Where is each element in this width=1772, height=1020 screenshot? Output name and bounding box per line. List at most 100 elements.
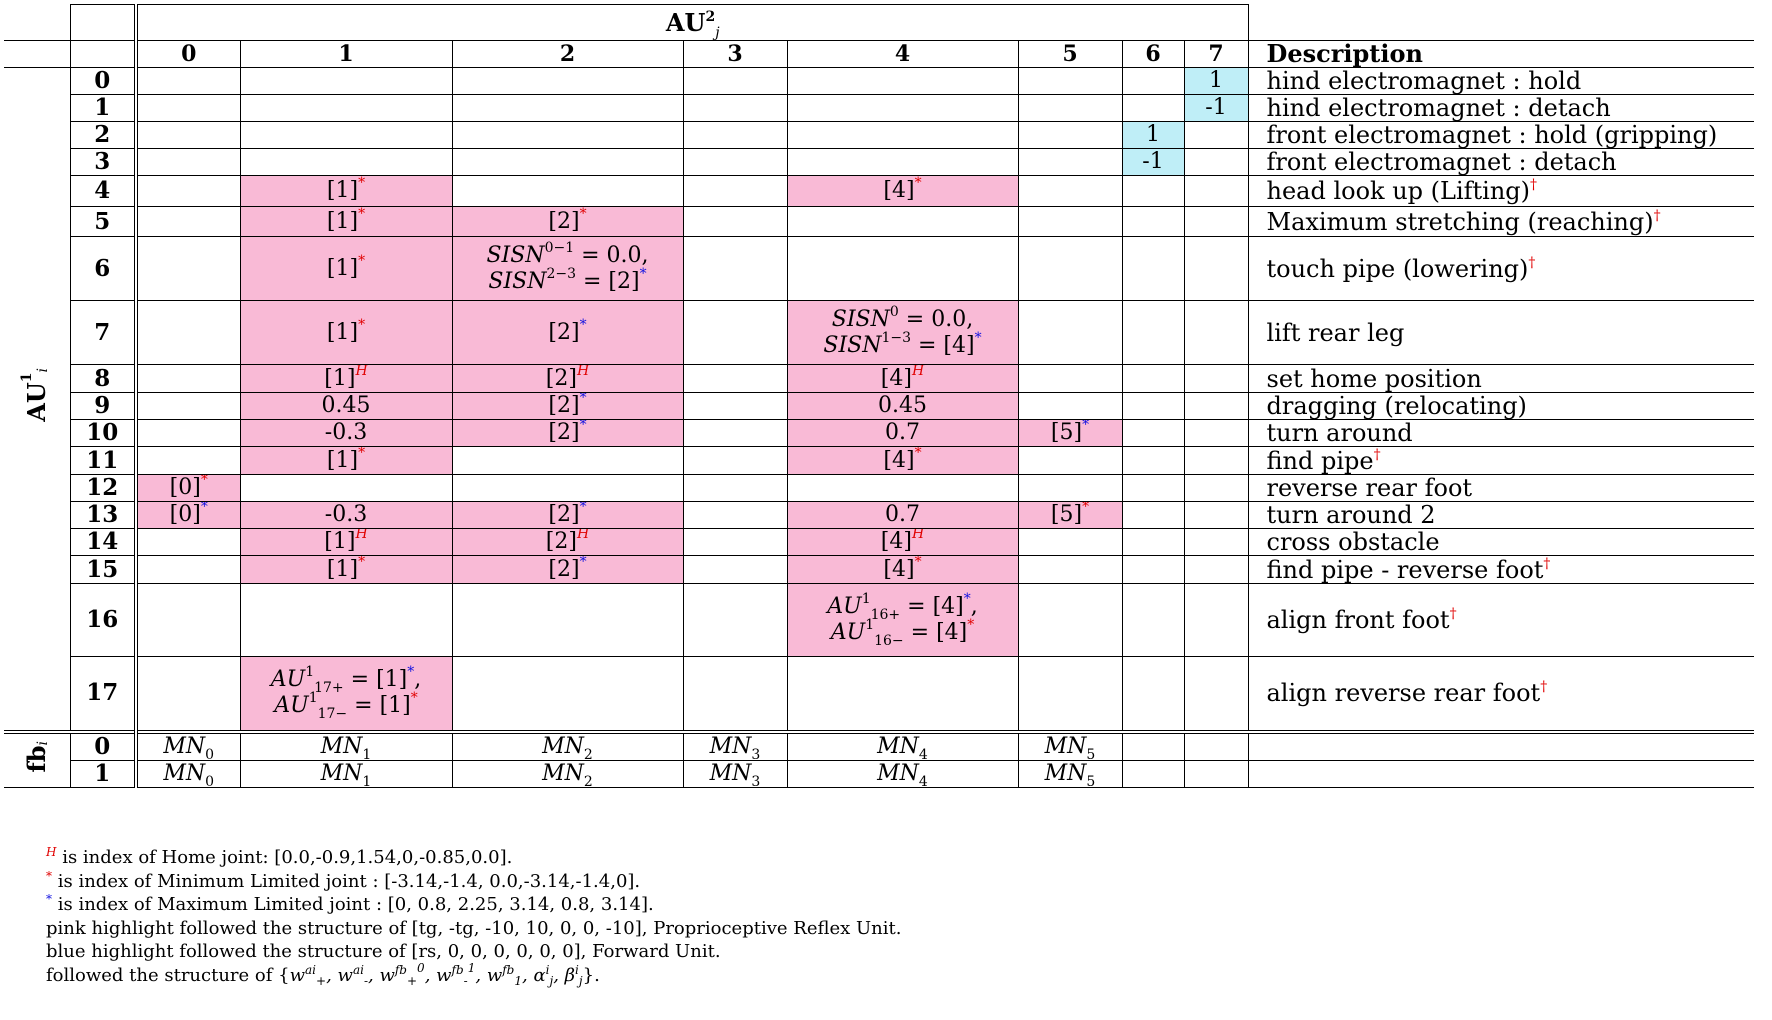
cell-r12-c0: [0]* xyxy=(135,474,241,502)
cell-r14-c4: [4]H xyxy=(786,528,1019,556)
row-index: 2 xyxy=(69,121,138,149)
action-unit-table-wrapper: AU2j 0 1 2 3 4 5 6 7 Description AU1i 0 … xyxy=(4,4,1754,788)
cell-r1-c7: -1 xyxy=(1183,94,1249,122)
row-description: align front foot† xyxy=(1247,583,1754,657)
cell-r6-c2: SISN0−1 = 0.0, SISN2−3 = [2]* xyxy=(451,236,684,301)
fb-cell: MN4 xyxy=(786,729,1019,761)
table-row: 8 [1]H [2]H [4]H set home position xyxy=(4,364,1754,393)
cell-r7-c4: SISN0 = 0.0, SISN1−3 = [4]* xyxy=(786,300,1019,365)
cell-r15-c1: [1]* xyxy=(239,555,453,584)
row-index: 1 xyxy=(69,94,138,122)
row-description: hind electromagnet : detach xyxy=(1247,94,1754,122)
table-row: 1 -1 hind electromagnet : detach xyxy=(4,94,1754,122)
fb-cell: MN0 xyxy=(135,759,241,788)
row-description: reverse rear foot xyxy=(1247,474,1754,502)
cell-r7-c2: [2]* xyxy=(451,300,684,365)
table-row: 11 [1]* [4]* find pipe† xyxy=(4,446,1754,475)
cell-r13-c1: -0.3 xyxy=(239,501,453,529)
cell-r9-c4: 0.45 xyxy=(786,392,1019,420)
table-notes: H is index of Home joint: [0.0,-0.9,1.54… xyxy=(46,846,901,987)
col-header-7: 7 xyxy=(1183,40,1249,68)
row-description: hind electromagnet : hold xyxy=(1247,67,1754,95)
row-description: front electromagnet : hold (gripping) xyxy=(1247,121,1754,149)
row-index: 8 xyxy=(69,364,138,393)
col-header-3: 3 xyxy=(682,40,788,68)
cell-r9-c1: 0.45 xyxy=(239,392,453,420)
row-index: 6 xyxy=(69,236,138,301)
table-row: 12 [0]* reverse rear foot xyxy=(4,474,1754,502)
action-unit-table: AU2j 0 1 2 3 4 5 6 7 Description AU1i 0 … xyxy=(4,4,1754,788)
table-row: 13 [0]* -0.3 [2]* 0.7 [5]* turn around 2 xyxy=(4,501,1754,529)
cell-r8-c4: [4]H xyxy=(786,364,1019,393)
row-description: dragging (relocating) xyxy=(1247,392,1754,420)
cell-r15-c2: [2]* xyxy=(451,555,684,584)
cell-r5-c2: [2]* xyxy=(451,206,684,237)
cell-r13-c2: [2]* xyxy=(451,501,684,529)
fb-row: 1 MN0 MN1 MN2 MN3 MN4 MN5 xyxy=(4,759,1754,788)
col-header-0: 0 xyxy=(135,40,241,68)
table-row: 14 [1]H [2]H [4]H cross obstacle xyxy=(4,528,1754,556)
row-index: 4 xyxy=(69,175,138,207)
cell-r11-c1: [1]* xyxy=(239,446,453,475)
row-description: lift rear leg xyxy=(1247,300,1754,365)
note-weights: followed the structure of {wai+, wai-, w… xyxy=(46,960,600,988)
cell-r3-c6: -1 xyxy=(1121,148,1185,176)
cell-r10-c5: [5]* xyxy=(1017,419,1123,447)
cell-r7-c1: [1]* xyxy=(239,300,453,365)
fb-cell: MN0 xyxy=(135,729,241,761)
table-row: 10 -0.3 [2]* 0.7 [5]* turn around xyxy=(4,419,1754,447)
table-row: 4 [1]* [4]* head look up (Lifting)† xyxy=(4,175,1754,207)
cell-r11-c4: [4]* xyxy=(786,446,1019,475)
table-row: 6 [1]* SISN0−1 = 0.0, SISN2−3 = [2]* tou… xyxy=(4,236,1754,301)
row-description: turn around xyxy=(1247,419,1754,447)
cell-r4-c4: [4]* xyxy=(786,175,1019,207)
table-row: 2 1 front electromagnet : hold (gripping… xyxy=(4,121,1754,149)
row-description: front electromagnet : detach xyxy=(1247,148,1754,176)
row-description: touch pipe (lowering)† xyxy=(1247,236,1754,301)
fb-cell: MN2 xyxy=(451,729,684,761)
row-description: cross obstacle xyxy=(1247,528,1754,556)
row-index: 17 xyxy=(69,656,138,732)
note-min: * is index of Minimum Limited joint : [-… xyxy=(46,868,641,892)
col-header-4: 4 xyxy=(786,40,1019,68)
col-header-2: 2 xyxy=(451,40,684,68)
fb-cell: MN1 xyxy=(239,759,453,788)
note-pink: pink highlight followed the structure of… xyxy=(46,917,902,939)
top-header-row: AU2j xyxy=(4,4,1754,41)
au1-header: AU1i xyxy=(4,67,71,732)
table-row: 16 AU116+ = [4]*, AU116− = [4]* align fr… xyxy=(4,583,1754,657)
row-description: Maximum stretching (reaching)† xyxy=(1247,206,1754,237)
note-blue: blue highlight followed the structure of… xyxy=(46,941,721,962)
cell-r4-c1: [1]* xyxy=(239,175,453,207)
row-index: 3 xyxy=(69,148,138,176)
row-index: 1 xyxy=(69,759,138,788)
row-index: 12 xyxy=(69,474,138,502)
cell-r16-c4: AU116+ = [4]*, AU116− = [4]* xyxy=(786,583,1019,657)
row-index: 15 xyxy=(69,555,138,584)
description-header: Description xyxy=(1247,40,1754,68)
cell-r13-c5: [5]* xyxy=(1017,501,1123,529)
fb-cell: MN4 xyxy=(786,759,1019,788)
row-description: turn around 2 xyxy=(1247,501,1754,529)
fb-cell: MN5 xyxy=(1017,759,1123,788)
column-header-row: 0 1 2 3 4 5 6 7 Description xyxy=(4,40,1754,68)
row-description: set home position xyxy=(1247,364,1754,393)
row-description: align reverse rear foot† xyxy=(1247,656,1754,732)
fb-cell: MN2 xyxy=(451,759,684,788)
fb-row: fbi 0 MN0 MN1 MN2 MN3 MN4 MN5 xyxy=(4,729,1754,788)
table-row: 9 0.45 [2]* 0.45 dragging (relocating) xyxy=(4,392,1754,420)
cell-r6-c1: [1]* xyxy=(239,236,453,301)
cell-r5-c1: [1]* xyxy=(239,206,453,237)
cell-r8-c1: [1]H xyxy=(239,364,453,393)
table-row: 15 [1]* [2]* [4]* find pipe - reverse fo… xyxy=(4,555,1754,584)
row-description: head look up (Lifting)† xyxy=(1247,175,1754,207)
col-header-6: 6 xyxy=(1121,40,1185,68)
row-index: 0 xyxy=(69,67,138,95)
row-index: 13 xyxy=(69,501,138,529)
table-row: 5 [1]* [2]* Maximum stretching (reaching… xyxy=(4,206,1754,237)
cell-r8-c2: [2]H xyxy=(451,364,684,393)
cell-r15-c4: [4]* xyxy=(786,555,1019,584)
fb-cell: MN5 xyxy=(1017,729,1123,761)
col-header-5: 5 xyxy=(1017,40,1123,68)
row-index: 5 xyxy=(69,206,138,237)
